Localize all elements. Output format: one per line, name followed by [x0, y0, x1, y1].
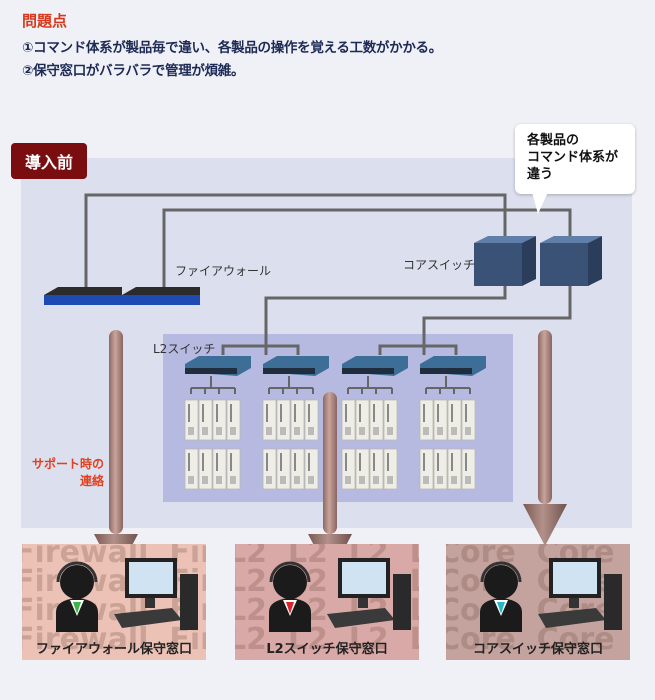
- server: [419, 399, 434, 441]
- operator-head-icon: [273, 565, 307, 599]
- server: [276, 399, 291, 441]
- server: [290, 448, 305, 490]
- tie: [286, 602, 294, 614]
- firewall-icons: [44, 287, 200, 305]
- pc-tower-icon: [180, 574, 198, 630]
- server: [184, 399, 199, 441]
- keyboard-icon: [327, 608, 395, 628]
- cable-fw2-core2: [162, 208, 572, 287]
- server: [198, 448, 213, 490]
- cable-l2-pair-b: [378, 344, 458, 355]
- server: [212, 399, 227, 441]
- support-desk-2: L2 L2 L2 L2 L2 L2 L2 L2 L2 L2 L2 L2 L2 L…: [235, 544, 419, 660]
- firewall-label: ファイアウォール: [175, 264, 272, 278]
- l2-switch-1: [185, 356, 251, 394]
- speech-bubble: 各製品の コマンド体系が 違う: [515, 124, 635, 194]
- server: [383, 448, 398, 490]
- cables: [84, 193, 572, 355]
- server: [355, 448, 370, 490]
- keyboard-icon: [538, 608, 606, 628]
- server: [262, 448, 277, 490]
- headset-icon: [480, 561, 522, 583]
- server: [447, 448, 462, 490]
- server: [290, 399, 305, 441]
- operator-illustration: [56, 558, 198, 632]
- pc-tower-icon: [393, 574, 411, 630]
- server: [304, 448, 319, 490]
- cable-l2-pair-a: [221, 344, 300, 355]
- server: [355, 399, 370, 441]
- server: [341, 448, 356, 490]
- operator-head-icon: [60, 565, 94, 599]
- support-contact-label: サポート時の 連絡: [31, 457, 104, 488]
- server: [433, 448, 448, 490]
- l2-switch-4: [420, 356, 486, 394]
- cable-fw1-core1: [84, 193, 507, 287]
- core-switch-2: [540, 236, 602, 286]
- keyboard-icon: [114, 608, 182, 628]
- problem-item-2: ②保守窓口がバラバラで管理が煩雑。: [22, 63, 245, 79]
- firewall-device-2: [122, 287, 200, 305]
- firewall-device-1: [44, 287, 122, 305]
- core-switch-1: [474, 236, 536, 286]
- server: [226, 399, 241, 441]
- l2-switch-2: [263, 356, 329, 394]
- speech-bubble-tail: [532, 192, 548, 214]
- support-arrows: [94, 330, 567, 576]
- support-arrow-1: [94, 330, 138, 576]
- server: [461, 448, 476, 490]
- tie: [497, 602, 505, 614]
- l2-switch-label: L2スイッチ: [153, 342, 216, 356]
- server: [447, 399, 462, 441]
- pc-tower-icon: [604, 574, 622, 630]
- server: [226, 448, 241, 490]
- problem-item-1: ①コマンド体系が製品毎で違い、各製品の操作を覚える工数がかかる。: [22, 40, 442, 56]
- before-badge: 導入前: [11, 143, 87, 179]
- server: [433, 399, 448, 441]
- operator-illustration: [480, 558, 622, 632]
- server: [212, 448, 227, 490]
- support-desk-1: Firewall Firewall Firewall Firewall Fire…: [22, 544, 206, 660]
- support-arrow-3: [523, 330, 567, 546]
- server: [369, 448, 384, 490]
- server: [304, 399, 319, 441]
- core-switch-icons: [474, 236, 602, 286]
- support-desk-label: ファイアウォール保守窓口: [35, 642, 192, 657]
- server: [184, 448, 199, 490]
- operator-illustration: [269, 558, 411, 632]
- problems-title: 問題点: [22, 12, 68, 30]
- tie: [73, 602, 81, 614]
- l2-switch-3: [342, 356, 408, 394]
- cable-core1-l2: [264, 285, 507, 355]
- bubble-text: 各製品の コマンド体系が 違う: [527, 133, 619, 182]
- support-desk-3: Core Core Core Core Core Core Core Core …: [446, 544, 630, 660]
- l2-switch-icons: [185, 356, 486, 394]
- headset-icon: [56, 561, 98, 583]
- core-switch-label: コアスイッチ: [403, 258, 476, 272]
- server: [461, 399, 476, 441]
- headset-icon: [269, 561, 311, 583]
- cable-core2-l2: [422, 285, 572, 355]
- server: [341, 399, 356, 441]
- server: [419, 448, 434, 490]
- support-desk-label: コアスイッチ保守窓口: [472, 642, 603, 657]
- server: [383, 399, 398, 441]
- server: [262, 399, 277, 441]
- server: [276, 448, 291, 490]
- operator-head-icon: [484, 565, 518, 599]
- server-icons: [184, 399, 476, 490]
- server: [369, 399, 384, 441]
- server: [198, 399, 213, 441]
- support-desk-label: L2スイッチ保守窓口: [266, 642, 388, 657]
